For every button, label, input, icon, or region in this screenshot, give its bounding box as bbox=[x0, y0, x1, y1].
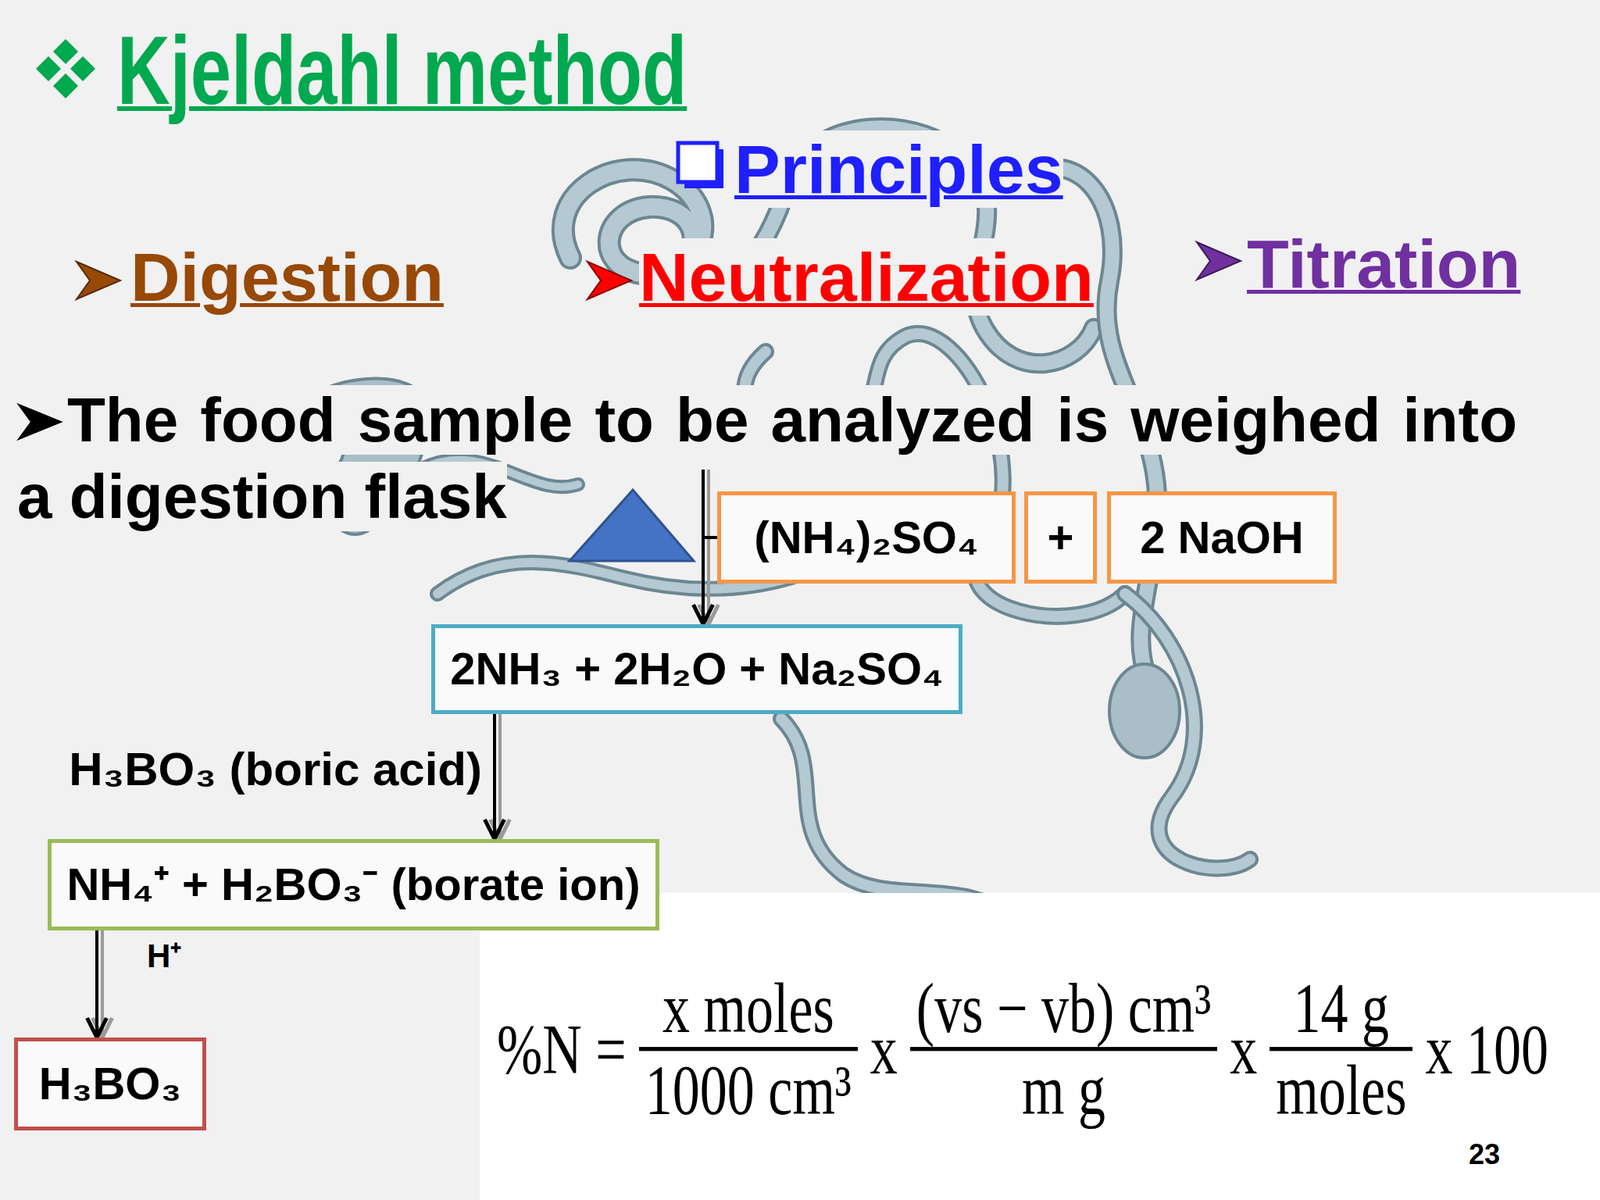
arrow-bullet bbox=[76, 261, 121, 300]
node-text: NH₄⁺ + H₂BO₃⁻ (borate ion) bbox=[66, 858, 640, 911]
numerator: 14 g bbox=[1269, 968, 1413, 1051]
bullet-diamond bbox=[53, 39, 79, 65]
denominator: 1000 cm³ bbox=[639, 1050, 858, 1129]
node-text: 2 NaOH bbox=[1139, 511, 1304, 565]
formula-term-wrap: %N = bbox=[496, 1010, 627, 1089]
formula-term: x 100 bbox=[1425, 1010, 1549, 1089]
nitrogen-formula: %N =x moles1000 cm³x(vs − vb) cm³m gx14 … bbox=[496, 968, 1549, 1129]
formula-panel bbox=[479, 892, 1600, 1200]
arrow-bullet bbox=[587, 261, 632, 300]
product-box: NH₄⁺ + H₂BO₃⁻ (borate ion) bbox=[47, 839, 660, 931]
label-wrap: Neutralization bbox=[639, 242, 1094, 312]
section-heading: Principles bbox=[734, 130, 1064, 208]
title-wrap: Kjeldahl method bbox=[117, 21, 687, 119]
protein-bulb bbox=[1109, 664, 1180, 758]
numerator: (vs − vb) cm³ bbox=[910, 968, 1218, 1051]
heat-triangle bbox=[569, 489, 694, 561]
arrow-bullet bbox=[1196, 242, 1241, 280]
product-box: 2NH₃ + 2H₂O + Na₂SO₄ bbox=[431, 624, 963, 715]
slide-title: Kjeldahl method bbox=[117, 15, 687, 125]
step-heading: Digestion bbox=[130, 238, 444, 316]
step-heading: Titration bbox=[1246, 225, 1521, 303]
title-bullet bbox=[35, 39, 96, 99]
protein-ribbon bbox=[781, 718, 1016, 922]
formula-term: x bbox=[1229, 1010, 1258, 1089]
reagent-label: H⁺ bbox=[146, 937, 182, 975]
denominator: m g bbox=[910, 1050, 1218, 1129]
bullet-diamond bbox=[53, 73, 79, 99]
product-box: H₃BO₃ bbox=[14, 1037, 207, 1131]
bullet-diamond bbox=[70, 56, 96, 82]
edge-label-wrap: H₃BO₃ (boric acid) bbox=[68, 742, 483, 797]
bullet-diamond bbox=[35, 56, 61, 82]
reaction-line-shadow bbox=[707, 469, 711, 538]
node-text: (NH₄)₂SO₄ bbox=[753, 511, 979, 565]
formula-term-wrap: x 100 bbox=[1425, 1010, 1549, 1089]
reaction-arrow bbox=[492, 714, 497, 840]
node-text: 2NH₃ + 2H₂O + Na₂SO₄ bbox=[450, 642, 943, 696]
slide-number: 23 bbox=[1468, 1138, 1500, 1171]
reagent-label: H₃BO₃ (boric acid) bbox=[68, 742, 483, 796]
label-wrap: 23 bbox=[1468, 1139, 1500, 1171]
label-wrap: Titration bbox=[1246, 229, 1521, 299]
node-text: + bbox=[1047, 511, 1075, 565]
formula-term-wrap: x bbox=[1229, 1010, 1258, 1089]
formula-term: x bbox=[870, 1010, 898, 1089]
fraction: x moles1000 cm³ bbox=[639, 968, 858, 1129]
numerator: x moles bbox=[639, 968, 858, 1051]
denominator: moles bbox=[1269, 1050, 1413, 1129]
fraction: 14 gmoles bbox=[1269, 968, 1413, 1129]
reaction-arrow bbox=[95, 930, 99, 1038]
reactant-box: 2 NaOH bbox=[1107, 491, 1337, 584]
protein-ribbon bbox=[781, 718, 1016, 922]
reaction-arrow bbox=[703, 537, 718, 625]
node-text: H₃BO₃ bbox=[39, 1057, 183, 1111]
fraction: (vs − vb) cm³m g bbox=[910, 968, 1218, 1129]
arrow-shadow bbox=[100, 930, 104, 1038]
arrow-bullet bbox=[18, 404, 61, 440]
label-wrap: Principles bbox=[734, 135, 1064, 204]
square-bullet bbox=[678, 142, 718, 183]
formula-term-wrap: x bbox=[870, 1010, 898, 1089]
arrow-shadow bbox=[498, 714, 502, 840]
label-wrap: Digestion bbox=[130, 242, 444, 312]
edge-label-wrap: H⁺ bbox=[146, 937, 182, 975]
step-heading: Neutralization bbox=[639, 238, 1094, 316]
reactant-box: (NH₄)₂SO₄ bbox=[717, 491, 1016, 584]
operator-box: + bbox=[1024, 491, 1097, 584]
formula-term: %N = bbox=[496, 1010, 627, 1089]
reaction-line bbox=[701, 469, 705, 540]
